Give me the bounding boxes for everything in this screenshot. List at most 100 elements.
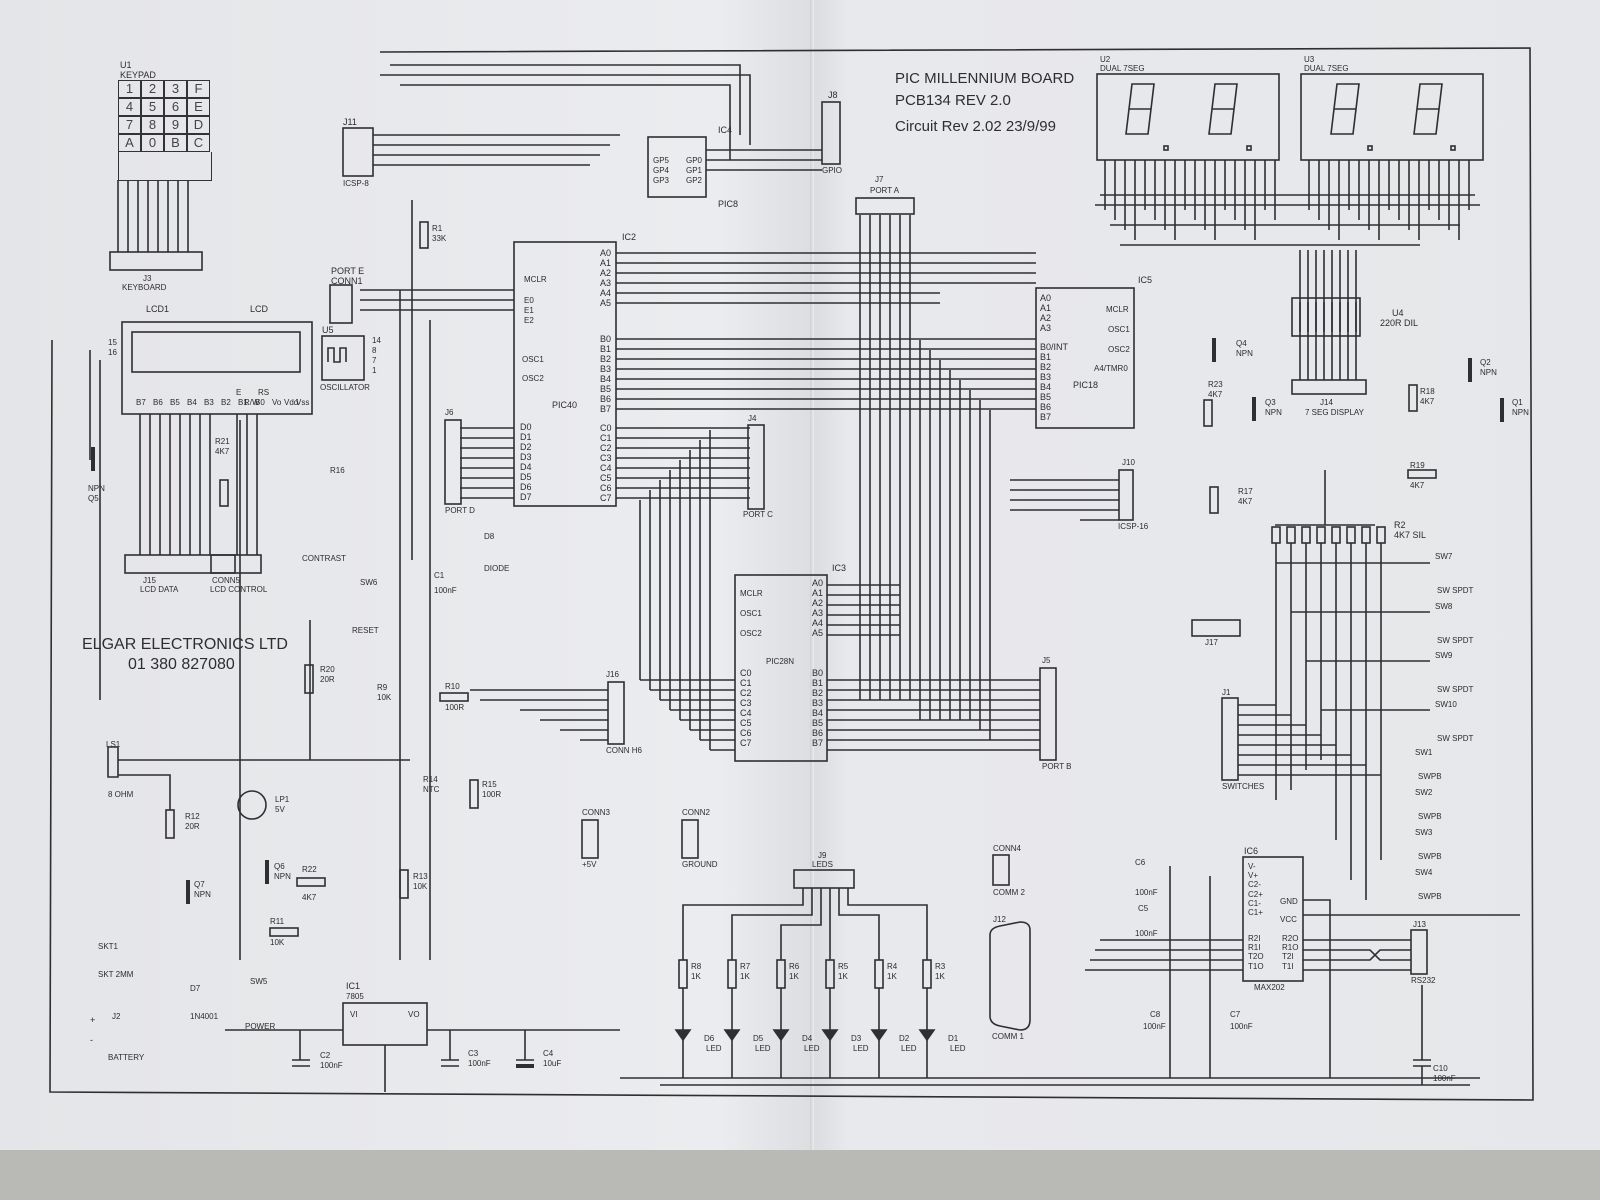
skt1-name: SKT 2MM bbox=[98, 970, 134, 979]
c10-value: 100nF bbox=[1433, 1074, 1456, 1083]
r11-value: 10K bbox=[270, 938, 285, 947]
r6-value: 1K bbox=[789, 972, 799, 981]
j15-ref: J15 bbox=[143, 576, 156, 585]
ic3-c2: C2 bbox=[740, 688, 752, 698]
ic2-b0: B0 bbox=[600, 334, 612, 344]
j17-ref: J17 bbox=[1205, 638, 1218, 647]
sw2-ref: SW2 bbox=[1415, 788, 1433, 797]
ic4-name: PIC8 bbox=[718, 199, 739, 209]
ic5-name: PIC18 bbox=[1073, 380, 1099, 390]
ic6-io-right-labels: R2O R1O T2I T1I bbox=[1282, 934, 1298, 971]
ic2-port-c-labels: C0 C1 C2 C3 C4 C5 C6 C7 bbox=[600, 423, 612, 503]
j12-name: COMM 1 bbox=[992, 1032, 1024, 1041]
u3-body bbox=[1300, 73, 1484, 161]
j1-ref: J1 bbox=[1222, 688, 1231, 697]
ic3-a4: A4 bbox=[812, 618, 824, 628]
c1-value: 100nF bbox=[434, 586, 457, 595]
c3-value: 100nF bbox=[468, 1059, 491, 1068]
conn4-body bbox=[992, 854, 1010, 886]
oscillator-ref: U5 bbox=[322, 325, 334, 335]
ic6-vcc: VCC bbox=[1280, 915, 1297, 924]
ic6-t1o: T1O bbox=[1248, 961, 1264, 971]
lcd-pin-b7: B7 bbox=[136, 398, 146, 407]
ic1-vi: VI bbox=[350, 1010, 358, 1019]
battery-minus: - bbox=[90, 1035, 93, 1045]
ic5-port-b-labels: B0/INT B1 B2 B3 B4 B5 B6 B7 bbox=[1040, 342, 1068, 422]
c6-ref: C6 bbox=[1135, 858, 1146, 867]
ic4-pin-gp1: GP1 bbox=[686, 166, 703, 175]
sw6-ref: SW6 bbox=[360, 578, 378, 587]
ic2-d2: D2 bbox=[520, 442, 532, 452]
ic2-c7: C7 bbox=[600, 493, 612, 503]
u4-ref: U4 bbox=[1392, 308, 1404, 318]
key-2: 2 bbox=[141, 80, 164, 98]
ic2-a5: A5 bbox=[600, 298, 612, 308]
table-surface bbox=[0, 1150, 1600, 1200]
r7-ref: R7 bbox=[740, 962, 751, 971]
ic6-c1-plus: C1+ bbox=[1248, 908, 1263, 918]
u2-body bbox=[1096, 73, 1280, 161]
d1-type: LED bbox=[950, 1044, 966, 1053]
j5-name: PORT B bbox=[1042, 762, 1072, 771]
j9-ref: J9 bbox=[818, 851, 827, 860]
r2-name: 4K7 SIL bbox=[1394, 530, 1427, 540]
j7-ref: J7 bbox=[875, 175, 884, 184]
ic6-io-left-labels: R2I R1I T2O T1O bbox=[1248, 934, 1264, 971]
ic2-c1: C1 bbox=[600, 433, 612, 443]
sw10-type: SW SPDT bbox=[1437, 734, 1474, 743]
misc-resistors bbox=[165, 221, 1437, 937]
d7-ref: D7 bbox=[190, 984, 201, 993]
key-6: 6 bbox=[164, 98, 187, 116]
ic2-d3: D3 bbox=[520, 452, 532, 462]
u3-name: DUAL 7SEG bbox=[1304, 64, 1349, 73]
j9-body bbox=[793, 869, 855, 889]
ls1-ref: LS1 bbox=[106, 740, 121, 749]
r17-ref: R17 bbox=[1238, 487, 1253, 496]
j3-body bbox=[109, 251, 203, 271]
j1-name: SWITCHES bbox=[1222, 782, 1265, 791]
j3-ref: J3 bbox=[143, 274, 152, 283]
keypad-ref: U1 bbox=[120, 60, 132, 70]
ic2-e0: E0 bbox=[524, 296, 534, 305]
ic2-e1: E1 bbox=[524, 306, 534, 315]
ic2-c4: C4 bbox=[600, 463, 612, 473]
r14-value: NTC bbox=[423, 785, 440, 794]
u4-body bbox=[1291, 297, 1361, 337]
r20-value: 20R bbox=[320, 675, 335, 684]
conn5-body bbox=[210, 554, 262, 574]
j12-body bbox=[989, 921, 1031, 1031]
company-phone: 01 380 827080 bbox=[128, 656, 235, 673]
ic6-t2i: T2I bbox=[1282, 952, 1294, 962]
key-c: C bbox=[187, 134, 210, 152]
ic2-b5: B5 bbox=[600, 384, 612, 394]
q3-ref: Q3 bbox=[1265, 398, 1276, 407]
port-e-body bbox=[329, 284, 353, 324]
ic3-osc2: OSC2 bbox=[740, 629, 762, 638]
conn3-ref: CONN3 bbox=[582, 808, 611, 817]
port-e-name: PORT E bbox=[331, 266, 365, 276]
ic3-c3: C3 bbox=[740, 698, 752, 708]
j13-body bbox=[1410, 929, 1428, 975]
lcd-pin-vdd: Vdd bbox=[284, 398, 299, 407]
led-diodes bbox=[674, 1029, 936, 1042]
r18-ref: R18 bbox=[1420, 387, 1435, 396]
speaker-body bbox=[107, 746, 119, 778]
ic2-d5: D5 bbox=[520, 472, 532, 482]
ic5-b3: B3 bbox=[1040, 372, 1052, 382]
ic2-b6: B6 bbox=[600, 394, 612, 404]
j10-name: ICSP-16 bbox=[1118, 522, 1149, 531]
ic6-t2o: T2O bbox=[1248, 952, 1264, 962]
ic3-b1: B1 bbox=[812, 678, 824, 688]
sw10-ref: SW10 bbox=[1435, 700, 1457, 709]
r23-value: 4K7 bbox=[1208, 390, 1223, 399]
j10-ref: J10 bbox=[1122, 458, 1135, 467]
j1-body bbox=[1221, 697, 1239, 781]
ic3-b3: B3 bbox=[812, 698, 824, 708]
osc-pin-1: 1 bbox=[372, 366, 377, 375]
ls1-name: 8 OHM bbox=[108, 790, 134, 799]
r1-value: 33K bbox=[432, 234, 447, 243]
ic2-b1: B1 bbox=[600, 344, 612, 354]
q7-type: NPN bbox=[194, 890, 211, 899]
j8-ref: J8 bbox=[828, 90, 838, 100]
